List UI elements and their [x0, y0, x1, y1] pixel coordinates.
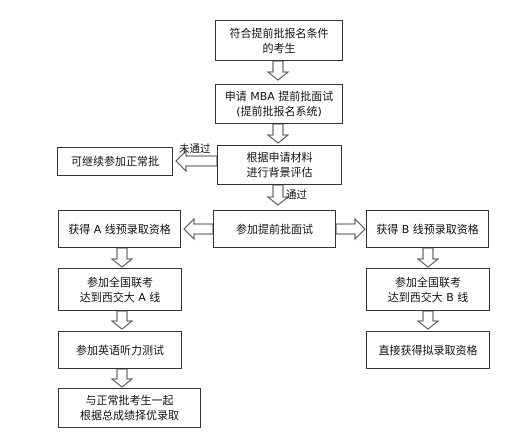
- arrow-eligible-to-register: [266, 60, 290, 81]
- node-exam-b-line-2: 达到西交大 B 线: [387, 290, 469, 304]
- node-get-a-line-1: 获得 A 线预录取资格: [68, 222, 171, 236]
- arrow-evaluate-to-regular: [175, 149, 218, 173]
- arrow-interview-to-get-a: [183, 217, 214, 241]
- node-final-line-1: 与正常批考生一起: [85, 394, 174, 407]
- edge-label-passed: 通过: [286, 189, 307, 201]
- node-interview-line-1: 参加提前批面试: [236, 222, 313, 236]
- node-eligible: 符合提前批报名条件的考生: [215, 20, 343, 61]
- node-exam-a-line-2: 达到西交大 A 线: [79, 290, 161, 304]
- node-exam-a-line-1: 参加全国联考: [87, 275, 153, 289]
- node-register-line-1: 申请 MBA 提前批面试: [224, 90, 334, 103]
- node-interview: 参加提前批面试: [213, 210, 336, 248]
- node-final-line-2: 根据总成绩择优录取: [80, 409, 179, 422]
- node-direct-line-1: 直接获得拟录取资格: [378, 343, 478, 357]
- arrow-interview-to-get-b: [335, 217, 366, 241]
- node-get-a: 获得 A 线预录取资格: [58, 210, 181, 248]
- node-eligible-line-1: 符合提前批报名条件: [229, 26, 329, 40]
- node-exam-b-line-1: 参加全国联考: [394, 275, 461, 289]
- node-english: 参加英语听力测试: [58, 331, 182, 369]
- node-regular-line-1: 可继续参加正常批: [71, 155, 159, 168]
- node-regular: 可继续参加正常批: [57, 147, 173, 176]
- node-exam-a: 参加全国联考达到西交大 A 线: [58, 268, 182, 311]
- node-evaluate-line-2: 进行背景评估: [246, 166, 313, 179]
- node-direct: 直接获得拟录取资格: [366, 331, 490, 369]
- arrow-register-to-evaluate: [266, 123, 290, 144]
- node-register-line-2: (提前批报名系统): [236, 105, 322, 118]
- node-evaluate: 根据申请材料进行背景评估: [217, 145, 342, 185]
- arrow-exam-b-to-direct: [416, 310, 440, 330]
- arrow-exam-a-to-english: [110, 310, 134, 330]
- node-eligible-line-2: 的考生: [262, 41, 296, 55]
- node-exam-b: 参加全国联考达到西交大 B 线: [366, 268, 490, 311]
- node-get-b-line-1: 获得 B 线预录取资格: [376, 222, 479, 236]
- node-get-b: 获得 B 线预录取资格: [366, 210, 489, 248]
- node-final: 与正常批考生一起根据总成绩择优录取: [58, 388, 201, 428]
- arrow-get-b-to-exam-b: [416, 247, 440, 268]
- arrow-evaluate-to-interview: [266, 184, 290, 206]
- edge-label-not-passed: 未通过: [179, 143, 211, 155]
- node-register: 申请 MBA 提前批面试 (提前批报名系统): [215, 84, 343, 124]
- node-english-line-1: 参加英语听力测试: [76, 343, 164, 357]
- arrow-english-to-final: [110, 368, 134, 388]
- node-evaluate-line-1: 根据申请材料: [246, 151, 313, 164]
- arrow-get-a-to-exam-a: [110, 247, 134, 268]
